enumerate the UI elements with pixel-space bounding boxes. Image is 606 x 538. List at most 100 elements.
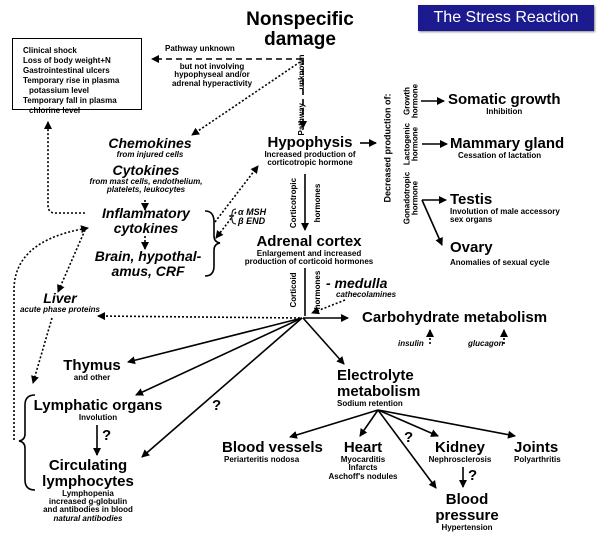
arrow-hub-liver xyxy=(97,312,301,321)
label: Inhibition xyxy=(486,106,523,116)
label: Aschoff's nodules xyxy=(328,471,398,481)
label: Adrenal cortex xyxy=(256,233,362,250)
label: Polyarthritis xyxy=(514,454,561,464)
carbohydrate-metabolism-node: Carbohydrate metabolism xyxy=(362,309,548,326)
label: but not involving xyxy=(179,62,245,71)
label: cathecolamines xyxy=(336,289,397,299)
label: Hypophysis xyxy=(267,134,353,151)
arrow-hub-thymus xyxy=(127,317,303,365)
question-mark: ? xyxy=(468,467,478,484)
label: Infarcts xyxy=(348,463,378,473)
question-mark: ? xyxy=(404,429,414,446)
label: Chemokines xyxy=(108,135,192,151)
effect-item: Temporary fall in plasma xyxy=(23,96,117,105)
arrow-medulla-hub xyxy=(311,299,346,315)
arrow-el-pressure xyxy=(377,409,437,489)
pathway-unknown-label: Pathway unknown xyxy=(165,44,235,53)
label: lymphocytes xyxy=(42,472,134,490)
label: cytokines xyxy=(113,219,179,236)
label: Ovary xyxy=(450,239,493,256)
slide-title: The Stress Reaction xyxy=(418,5,594,31)
label: production of corticoid hormones xyxy=(244,257,374,267)
label: Periarteritis nodosa xyxy=(224,454,300,464)
label: sex organs xyxy=(450,215,493,225)
label: Enlargement and increased xyxy=(256,248,362,258)
arrow-inflammatory-effects xyxy=(44,121,85,214)
label: amus, CRF xyxy=(111,262,185,279)
arrow-gonadotropic-ovary xyxy=(421,199,443,246)
label: platelets, leukocytes xyxy=(106,185,186,195)
corticoid-label: Corticoid xyxy=(288,272,298,308)
label: α MSH xyxy=(238,207,267,217)
label: Circulating xyxy=(48,457,128,474)
hormones-label: hormones xyxy=(312,183,322,223)
label: unknown xyxy=(296,54,306,90)
label: Nonspecific xyxy=(246,9,354,30)
label: hormone xyxy=(411,180,420,216)
label: Anomalies of sexual cycle xyxy=(450,257,550,267)
label: Heart xyxy=(343,439,383,456)
arrow-hypophysis-brace xyxy=(215,211,237,239)
effect-item: Clinical shock xyxy=(23,46,77,55)
label: from injured cells xyxy=(116,149,184,159)
label: Lymphopenia xyxy=(62,488,114,498)
label: - medulla xyxy=(326,275,388,291)
question-mark: ? xyxy=(212,397,222,414)
label: Involution xyxy=(78,412,118,422)
arrow-circulating-inflammatory xyxy=(13,225,89,440)
label: Somatic growth xyxy=(448,91,561,108)
label: Brain, hypothal- xyxy=(94,248,202,264)
arrow-liver-lymphatic xyxy=(31,317,53,384)
label: increased g-globulin xyxy=(48,496,128,506)
effects-box: Clinical shock Loss of body weight+N Gas… xyxy=(12,38,142,115)
pathway-vertical-label: Pathway unknown xyxy=(296,54,306,136)
brain-node: Brain, hypothal-amus, CRF xyxy=(95,249,202,278)
hormones-label: hormones xyxy=(312,270,322,310)
arrow-hub-electrolyte xyxy=(302,317,345,365)
arrow-el-joints xyxy=(377,409,516,439)
brace-right xyxy=(204,210,221,277)
effect-item: chlorine level xyxy=(29,106,81,115)
label: and antibodies in blood xyxy=(43,505,133,515)
label: β END xyxy=(238,216,266,227)
arrow-hub-circulating xyxy=(141,317,303,458)
label: hypophyseal and/or xyxy=(174,70,250,80)
label: Testis xyxy=(450,191,493,208)
label: Hypertension xyxy=(441,522,493,532)
label: Mammary gland xyxy=(450,135,565,152)
corticotropic-label: Corticotropic xyxy=(288,177,298,229)
arrow-el-vessels xyxy=(289,409,379,439)
arrow-inflammatory-liver xyxy=(57,229,86,293)
label: Pathway xyxy=(296,102,306,136)
arrow-el-heart xyxy=(359,409,379,437)
label: hormone xyxy=(411,126,420,162)
decreased-production-label: Decreased production of: xyxy=(382,93,393,203)
label: Myocarditis xyxy=(340,454,386,464)
effect-item: Gastrointestinal ulcers xyxy=(23,66,110,75)
label: Kidney xyxy=(434,439,486,456)
label: Blood vessels xyxy=(222,439,323,456)
brace-left xyxy=(18,394,36,491)
label: Increased production of xyxy=(264,149,356,159)
